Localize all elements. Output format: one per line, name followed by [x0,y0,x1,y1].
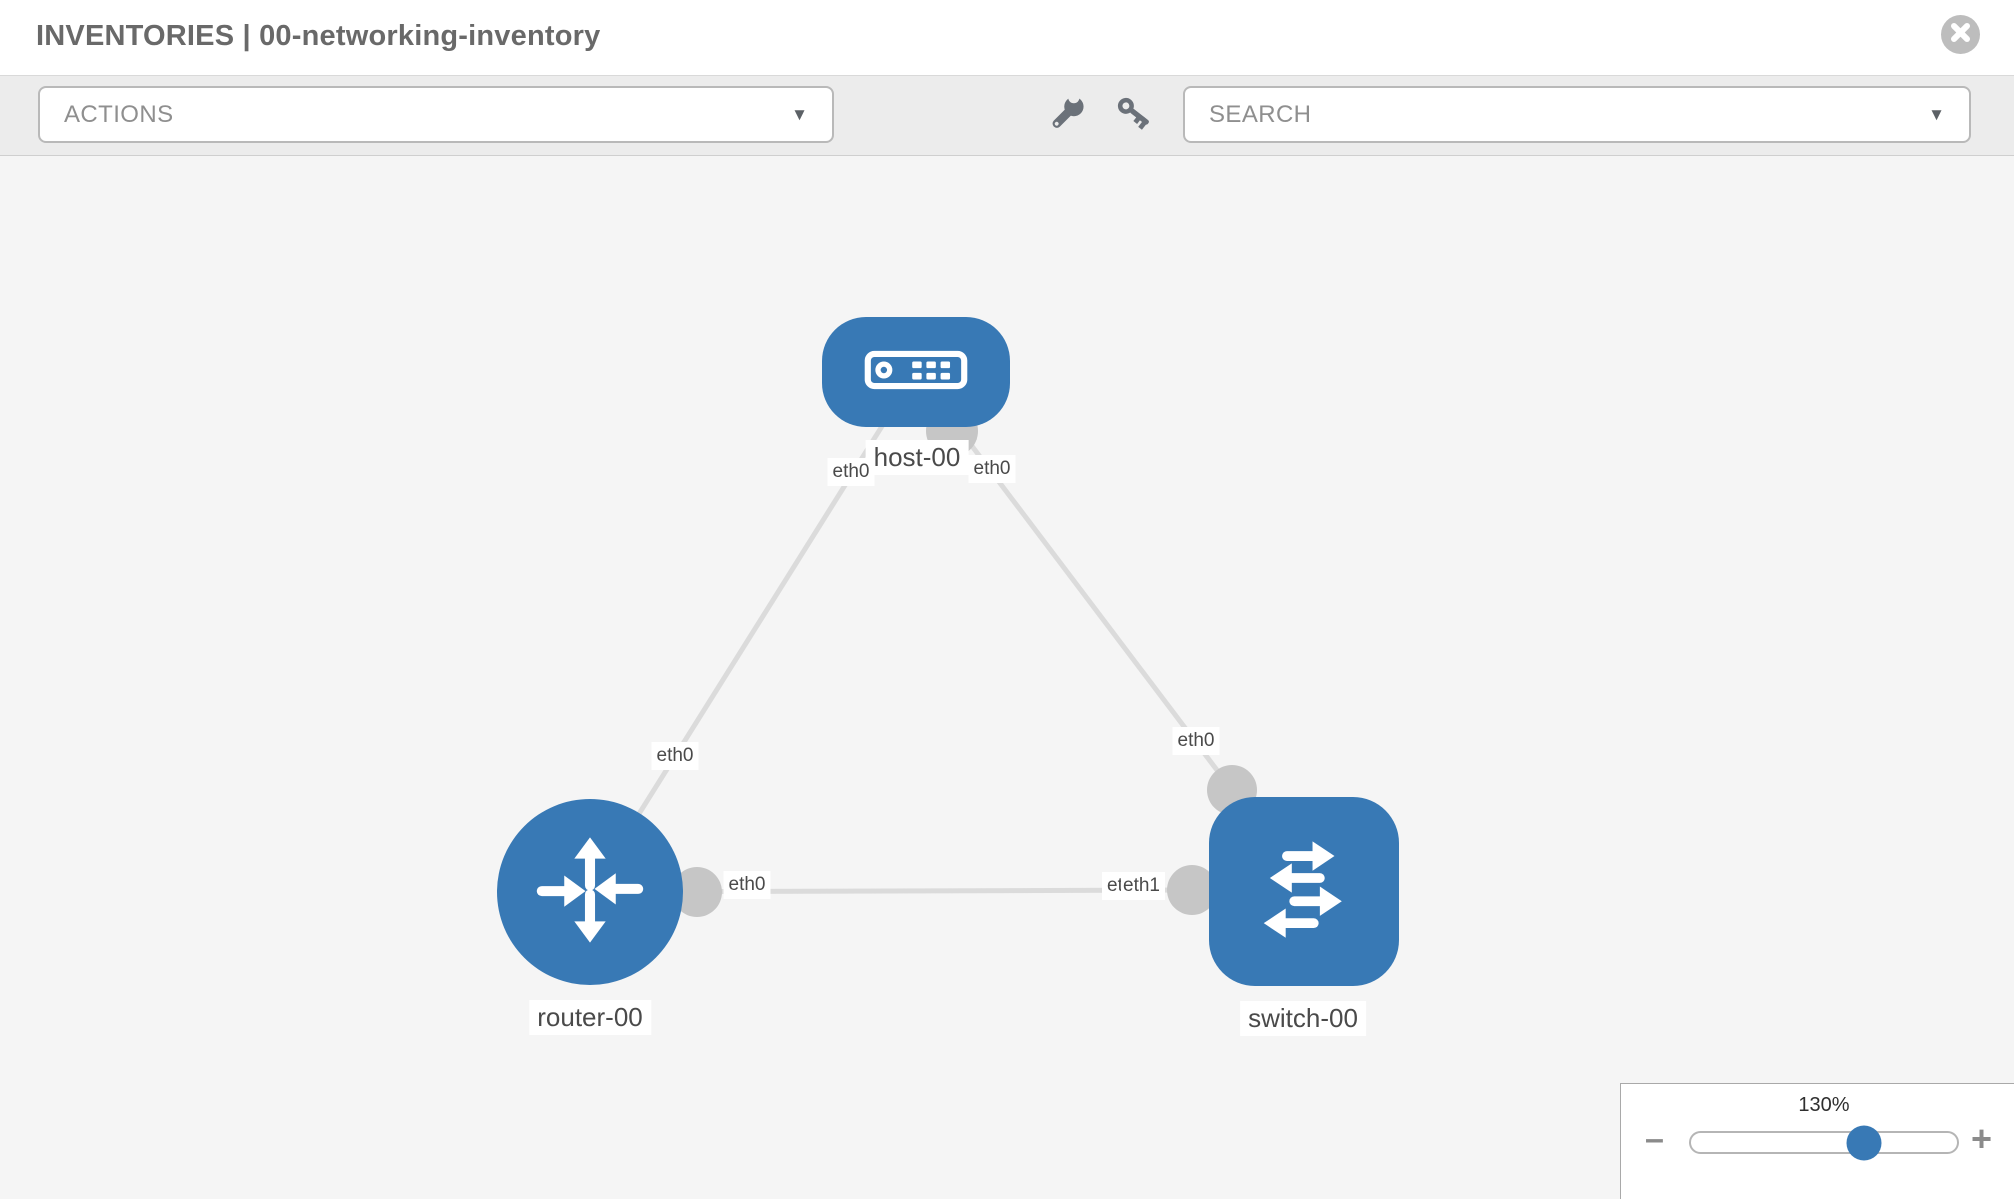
interface-label-router-to-host: eth0 [651,742,699,770]
switch-icon [1243,828,1365,955]
key-icon [1114,92,1156,139]
credentials-button[interactable] [1112,92,1158,138]
node-label-host: host-00 [865,440,969,475]
actions-dropdown[interactable]: ACTIONS ▼ [38,86,834,143]
interface-label-host-to-router: eth0 [827,458,875,486]
node-host-00[interactable] [822,317,1010,427]
search-dropdown[interactable]: SEARCH ▼ [1183,86,1971,143]
search-dropdown-label: SEARCH [1209,100,1312,128]
node-label-router: router-00 [529,1000,651,1035]
zoom-slider-handle[interactable] [1846,1125,1882,1160]
close-button[interactable] [1941,15,1980,54]
host-icon [864,350,968,395]
topology-links-layer [587,370,1257,917]
interface-label-switch-to-host: eth0 [1172,727,1220,755]
wrench-icon [1046,91,1088,139]
topology-canvas[interactable]: host-00 router-00 switch-00 eth0 eth0 et… [0,156,2014,1199]
chevron-down-icon: ▼ [791,104,808,124]
zoom-out-button[interactable]: – [1645,1120,1664,1158]
node-label-switch: switch-00 [1240,1001,1366,1036]
interface-label-router-to-switch: eth0 [723,871,771,899]
router-icon [534,834,646,951]
interface-label-switch-to-router: eth1 [1121,872,1165,900]
node-switch-00[interactable] [1209,797,1399,986]
node-router-00[interactable] [497,799,683,985]
configure-button[interactable] [1044,91,1090,139]
zoom-in-button[interactable]: + [1971,1118,1993,1159]
zoom-slider[interactable] [1689,1125,1959,1160]
zoom-panel: 130% – + [1620,1083,2014,1199]
header: INVENTORIES | 00-networking-inventory [0,0,2014,76]
close-icon [1941,13,1980,57]
interface-dot-switch-left [1167,865,1217,915]
actions-dropdown-label: ACTIONS [64,100,174,128]
toolbar: ACTIONS ▼ SEARCH ▼ [0,76,2014,156]
interface-dot-router [672,867,722,917]
interface-label-host-to-switch: eth0 [968,455,1016,483]
zoom-level-value: 130% [1798,1094,1850,1116]
chevron-down-icon: ▼ [1928,104,1945,124]
page-title: INVENTORIES | 00-networking-inventory [36,20,601,52]
